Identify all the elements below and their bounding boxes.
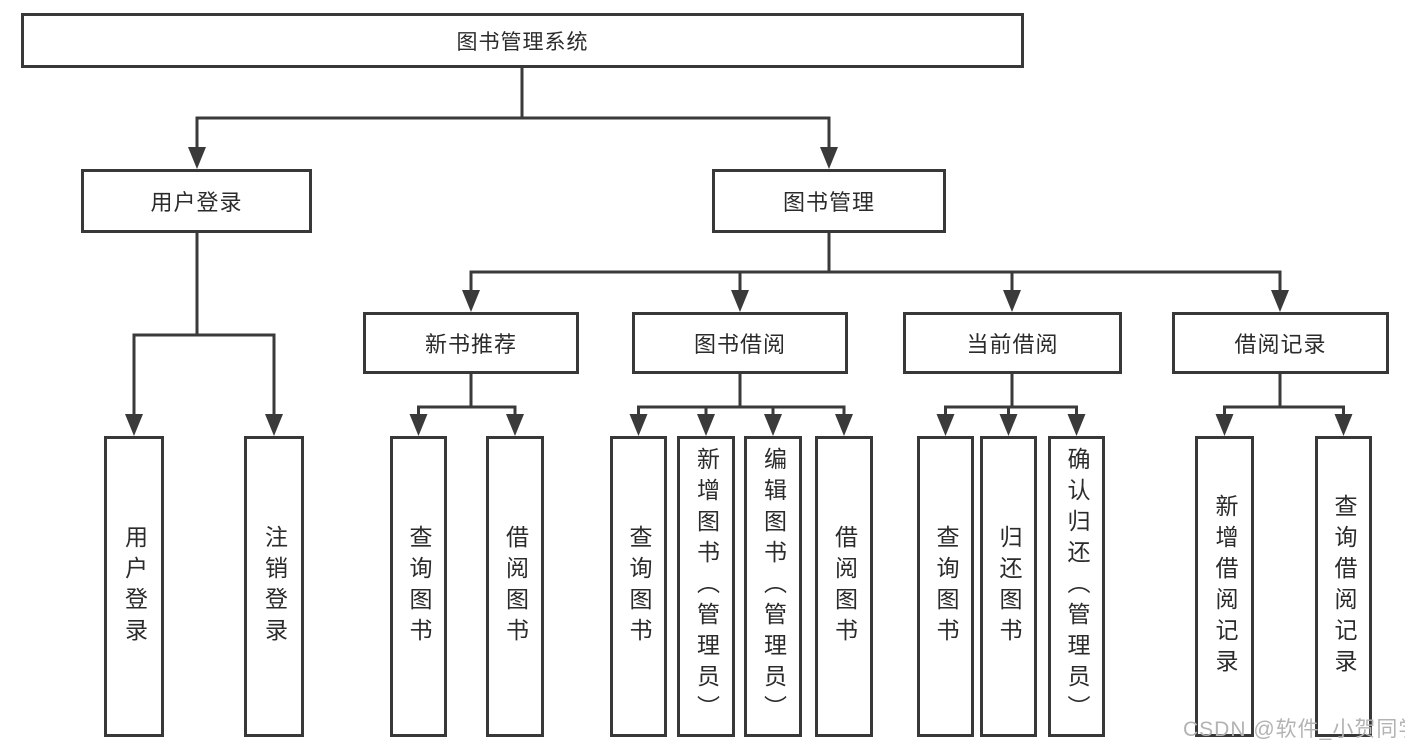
leaf-rec-query-books: 查询图书 <box>390 436 447 737</box>
leaf-cb-return-books: 归还图书 <box>980 436 1037 737</box>
leaf-cb-confirm-return-admin: 确认归还（管理员） <box>1048 436 1105 737</box>
leaf-user-login: 用户登录 <box>104 436 164 737</box>
connector-root-to-level2 <box>188 68 838 169</box>
leaf-logout: 注销登录 <box>244 436 304 737</box>
node-root-library-management-system: 图书管理系统 <box>21 13 1024 68</box>
connector-book-mgmt-to-level3 <box>462 233 1289 312</box>
node-current-borrowing: 当前借阅 <box>903 312 1122 374</box>
leaf-bb-query-books: 查询图书 <box>610 436 667 737</box>
node-user-login: 用户登录 <box>81 169 312 233</box>
node-book-borrowing: 图书借阅 <box>632 312 848 374</box>
leaf-br-query-record: 查询借阅记录 <box>1315 436 1372 737</box>
node-book-management: 图书管理 <box>712 169 946 233</box>
leaf-bb-borrow-books: 借阅图书 <box>815 436 873 737</box>
connector-user-login-to-leaves <box>125 233 283 436</box>
connector-current-borrow-to-leaves <box>936 374 1086 436</box>
connector-book-borrow-to-leaves <box>629 374 853 436</box>
leaf-cb-query-books: 查询图书 <box>917 436 974 737</box>
connector-borrow-record-to-leaves <box>1215 374 1353 436</box>
node-new-book-recommendation: 新书推荐 <box>363 312 579 374</box>
leaf-rec-borrow-books: 借阅图书 <box>486 436 544 737</box>
leaf-br-add-record: 新增借阅记录 <box>1195 436 1254 737</box>
leaf-bb-add-books-admin: 新增图书（管理员） <box>677 436 735 737</box>
leaf-bb-edit-books-admin: 编辑图书（管理员） <box>744 436 802 737</box>
connector-new-book-rec-to-leaves <box>409 374 524 436</box>
csdn-watermark: CSDN @软件_小贺同学 <box>1183 718 1405 741</box>
node-borrowing-records: 借阅记录 <box>1172 312 1389 374</box>
